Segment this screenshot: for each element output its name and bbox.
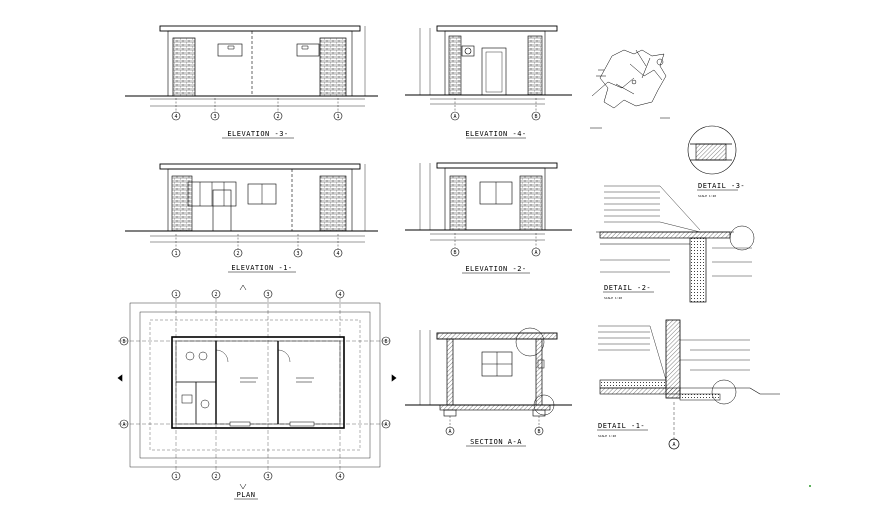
grid-bubble: A — [534, 250, 537, 256]
grid-bubble: 2 — [214, 292, 217, 298]
drawing-title: PLAN — [237, 491, 256, 499]
grid-bubble: 1 — [174, 474, 177, 480]
grid-bubble: 3 — [266, 474, 269, 480]
drawing-title: DETAIL -2- — [604, 284, 651, 292]
grid-bubble: A — [448, 429, 451, 435]
drawing-title: ELEVATION -3- — [227, 130, 288, 138]
section-aa-drawing: A B SECTION A-A — [405, 327, 572, 447]
brick-panel — [172, 37, 196, 97]
scale-label: SCALE 1:20 — [598, 434, 616, 438]
grid-bubble: B — [122, 339, 125, 345]
grid-bubble: 1 — [336, 114, 339, 120]
grid-bubble: 1 — [174, 292, 177, 298]
floor-plan-drawing: 1 2 3 4 1 2 3 4 B A B A PLAN — [117, 284, 397, 500]
grid-bubble: B — [537, 429, 540, 435]
scale-label: SCALE 1:20 — [604, 296, 622, 300]
door — [212, 189, 232, 232]
elevation-4-drawing: A B ELEVATION -4- — [405, 25, 572, 139]
grid-bubble: B — [534, 114, 537, 120]
site-location-sketch — [590, 49, 670, 129]
detail-2-drawing: DETAIL -2- SCALE 1:20 — [596, 185, 755, 303]
elevation-3-drawing: 4 3 2 1 ELEVATION -3- — [125, 25, 378, 139]
grid-bubble: A — [122, 422, 125, 428]
grid-bubble: A — [672, 442, 675, 448]
elevation-2-drawing: B A ELEVATION -2- — [405, 162, 572, 274]
elevation-1-drawing: 1 2 3 4 ELEVATION -1- — [125, 163, 378, 273]
grid-bubble: 1 — [174, 251, 177, 257]
door — [481, 47, 507, 96]
grid-bubble: 4 — [338, 292, 341, 298]
grid-bubble: 3 — [213, 114, 216, 120]
brick-panel — [319, 37, 347, 97]
grid-bubble: 4 — [338, 474, 341, 480]
grid-bubble: 3 — [266, 292, 269, 298]
drawing-title: ELEVATION -2- — [465, 265, 526, 273]
grid-bubble: B — [453, 250, 456, 256]
grid-bubble: 2 — [214, 474, 217, 480]
drawing-title: SECTION A-A — [470, 438, 522, 446]
detail-3-drawing: DETAIL -3- SCALE 1:20 — [687, 125, 745, 198]
grid-bubble: A — [453, 114, 456, 120]
marker-dot — [809, 485, 811, 487]
grid-bubble: 4 — [336, 251, 339, 257]
grid-bubble: 4 — [174, 114, 177, 120]
grid-bubble: 2 — [236, 251, 239, 257]
scale-label: SCALE 1:20 — [698, 194, 716, 198]
drawing-title: ELEVATION -1- — [231, 264, 292, 272]
grid-bubble: 3 — [296, 251, 299, 257]
drawing-title: ELEVATION -4- — [465, 130, 526, 138]
detail-1-drawing: A DETAIL -1- SCALE 1:20 — [597, 319, 780, 450]
window — [296, 43, 320, 57]
grid-bubble: A — [384, 422, 387, 428]
window — [217, 43, 243, 57]
grid-bubble: 2 — [276, 114, 279, 120]
drawing-title: DETAIL -1- — [598, 422, 645, 430]
drawing-title: DETAIL -3- — [698, 182, 745, 190]
grid-bubble: B — [384, 339, 387, 345]
